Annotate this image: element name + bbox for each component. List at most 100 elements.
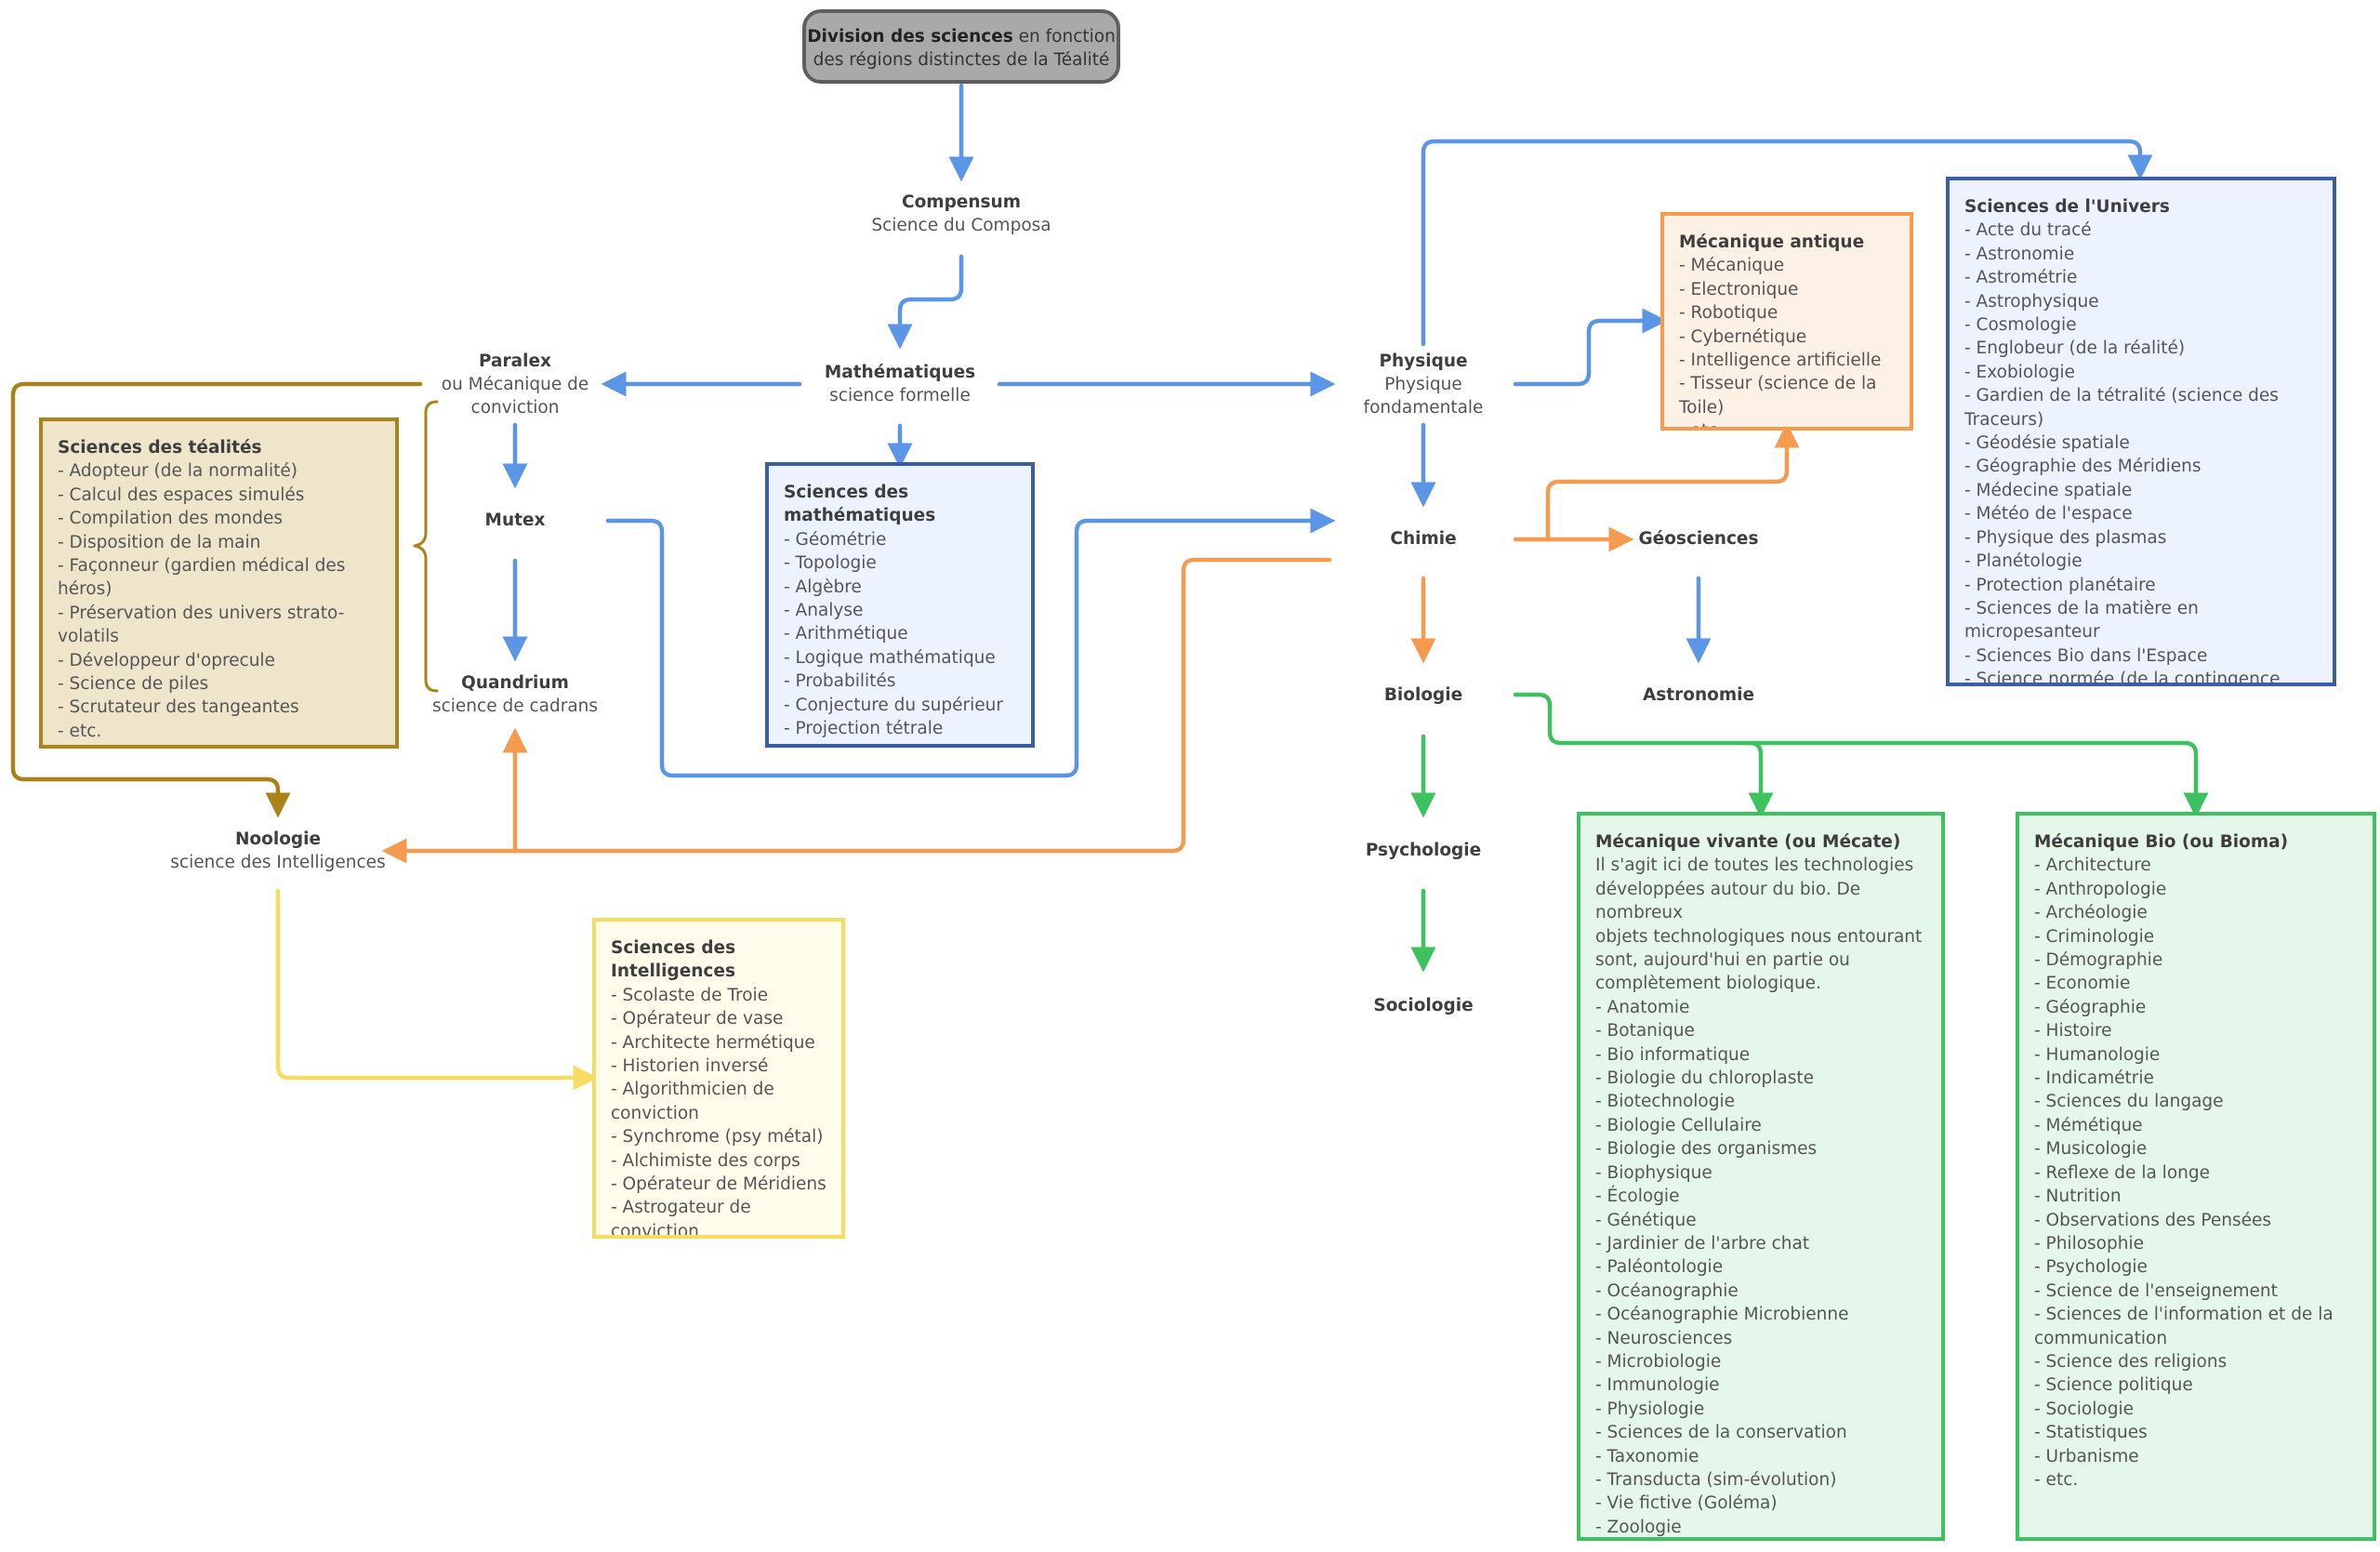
box-item: - Scolaste de Troie: [611, 985, 769, 1005]
box-item: - Algorithmicien de: [611, 1080, 774, 1100]
box-item: - Écologie: [1595, 1187, 1680, 1207]
box-item: - Biophysique: [1595, 1162, 1712, 1183]
box-item-list: - Anatomie - Botanique - Bio informatique -…: [1595, 996, 1928, 1537]
box-item: - Façonneur (gardien médical des héros): [58, 556, 346, 600]
node-biologie: Biologie: [1384, 683, 1462, 707]
box-item: - Humanologie: [2034, 1044, 2161, 1065]
box-item: - Disposition de la main: [58, 532, 261, 552]
box-item: complètement biologique.: [1595, 974, 1821, 994]
node-subtitle: Science du Composa: [871, 216, 1051, 235]
box-item: - Physiologie: [1595, 1399, 1705, 1419]
box-item: - Scrutateur des tangeantes: [58, 697, 299, 718]
edge-physique-univers: [1421, 139, 2153, 347]
box-item-list: - Scolaste de Troie - Opérateur de vase - …: [611, 984, 828, 1239]
box-item: - Bio informatique: [1595, 1044, 1751, 1065]
node-subtitle: science formelle: [829, 386, 971, 405]
box-item: - Météo de l'espace: [1964, 504, 2133, 524]
box-item: - Cybernétique: [1679, 326, 1807, 347]
box-item: - Biologie du chloroplaste: [1595, 1068, 1815, 1089]
box-item: conviction: [611, 1103, 699, 1123]
node-astronomie: Astronomie: [1643, 683, 1754, 707]
box-title: Mécanique antique: [1679, 232, 1865, 252]
box-item: - Géodésie spatiale: [1964, 433, 2130, 454]
box-item: - Biotechnologie: [1595, 1092, 1736, 1112]
brace-paralex-quandrium: [413, 400, 439, 693]
box-item: - Astrophysique: [1964, 291, 2099, 312]
box-item: - Algèbre: [784, 577, 862, 597]
box-item: - etc.: [1679, 419, 1897, 427]
box-item: Il s'agit ici de toutes les technologies: [1595, 856, 1914, 876]
box-item: - Statistiques: [2034, 1423, 2148, 1443]
box-item: - Génétique: [1595, 1210, 1697, 1230]
node-chimie: Chimie: [1390, 527, 1456, 550]
box-item: - Immunologie: [1595, 1375, 1720, 1396]
box-item: - Probabilités: [784, 671, 896, 692]
node-compensum: Compensum Science du Composa: [871, 191, 1051, 237]
node-noologie: Noologie science des Intelligences: [170, 828, 385, 874]
box-item: - Synchrome (psy métal): [611, 1127, 824, 1147]
edge-biologie-bioma: [1747, 740, 2209, 818]
node-title: Chimie: [1390, 529, 1457, 549]
box-item: - Observations des Pensées: [2034, 1210, 2272, 1230]
box-item: - Botanique: [1595, 1021, 1695, 1041]
box-item: - Mémétique: [2034, 1115, 2143, 1135]
box-mecanique-antique: Mécanique antique - Mécanique- Electroni…: [1660, 212, 1913, 431]
box-item: - Médecine spatiale: [1964, 480, 2133, 500]
box-item: - Sciences de l'information et de la: [2034, 1305, 2334, 1325]
box-item: - Astrogateur de conviction: [611, 1198, 751, 1239]
box-item: - Opérateur de Méridiens: [611, 1174, 826, 1195]
box-item: - Logique mathématique: [784, 647, 996, 668]
box-item: - Electronique: [1679, 279, 1799, 299]
box-item: sont, aujourd'hui en partie ou: [1595, 950, 1850, 971]
box-item: - Sciences Bio dans l'Espace: [1964, 645, 2208, 666]
node-title: Mathématiques: [824, 363, 976, 382]
box-item: - Projection tétrale: [784, 719, 944, 739]
node-title: Compensum: [902, 192, 1021, 212]
box-item: - Océanographie: [1595, 1280, 1739, 1301]
box-item: - etc.: [784, 740, 1018, 744]
edge-chimie-noologie: [381, 557, 1332, 864]
box-item: - Anatomie: [1595, 997, 1690, 1017]
box-item: objets technologiques nous entourant: [1595, 926, 1923, 947]
node-title: Quandrium: [461, 673, 569, 693]
box-item: - Opérateur de vase: [611, 1009, 784, 1029]
box-item: - Histoire: [2034, 1021, 2112, 1041]
box-sciences-intelligences: Sciences des Intelligences - Scolaste de…: [592, 918, 845, 1239]
box-item: - Science politique: [2034, 1375, 2193, 1396]
box-item: - Science de l'enseignement: [2034, 1280, 2278, 1301]
box-title: Sciences de l'Univers: [1964, 197, 2170, 217]
node-subtitle: science de cadrans: [431, 696, 599, 716]
box-item: - Robotique: [1679, 303, 1778, 324]
box-item: - Microbiologie: [1595, 1351, 1722, 1372]
box-item: - Reflexe de la longe: [2034, 1162, 2210, 1183]
box-item: - Géométrie: [784, 529, 887, 550]
edge-mutex-chimie: [605, 508, 1336, 778]
box-mecanique-bio: Mécanique Bio (ou Bioma) - Architecture-…: [2016, 812, 2376, 1541]
node-sociologie: Sociologie: [1373, 994, 1473, 1017]
edge-chimie-antique: [1545, 422, 1800, 542]
box-paragraph: Il s'agit ici de toutes les technologies…: [1595, 854, 1928, 995]
box-sciences-tealites: Sciences des téalités - Adopteur (de la …: [39, 418, 399, 749]
box-sciences-mathematiques: Sciences des mathématiques - Géométrie- …: [765, 462, 1035, 748]
edge-paralex-noologie: [10, 381, 423, 818]
edge-biologie-vivante: [1513, 692, 1774, 818]
title-bold: Division des sciences: [807, 27, 1013, 46]
box-item: - Architecture: [2034, 856, 2151, 876]
node-title: Sociologie: [1373, 996, 1474, 1015]
diagram-title-node: Division des sciences en fonction des ré…: [802, 9, 1120, 84]
node-subtitle: ou Mécanique de: [441, 375, 589, 394]
box-item: - Zoologie: [1595, 1517, 1682, 1537]
box-item: - etc.: [2034, 1469, 2079, 1490]
box-item-list: - Géométrie- Topologie- Algèbre- Analyse…: [784, 528, 1018, 744]
box-item: - Science normée (de la contingence norm…: [1964, 670, 2281, 686]
box-item: - Cosmologie: [1964, 315, 2077, 336]
node-mathematiques: Mathématiques science formelle: [825, 361, 975, 407]
node-quandrium: Quandrium science de cadrans: [432, 671, 598, 718]
box-item: - Adopteur (de la normalité): [58, 461, 298, 482]
box-item: - Transducta (sim-évolution): [1595, 1469, 1837, 1490]
box-item: - Physique des plasmas: [1964, 527, 2167, 548]
box-item: développées autour du bio. De nombreux: [1595, 879, 1861, 923]
box-item: - Englobeur (de la réalité): [1964, 338, 2186, 359]
node-title: Noologie: [234, 829, 322, 849]
